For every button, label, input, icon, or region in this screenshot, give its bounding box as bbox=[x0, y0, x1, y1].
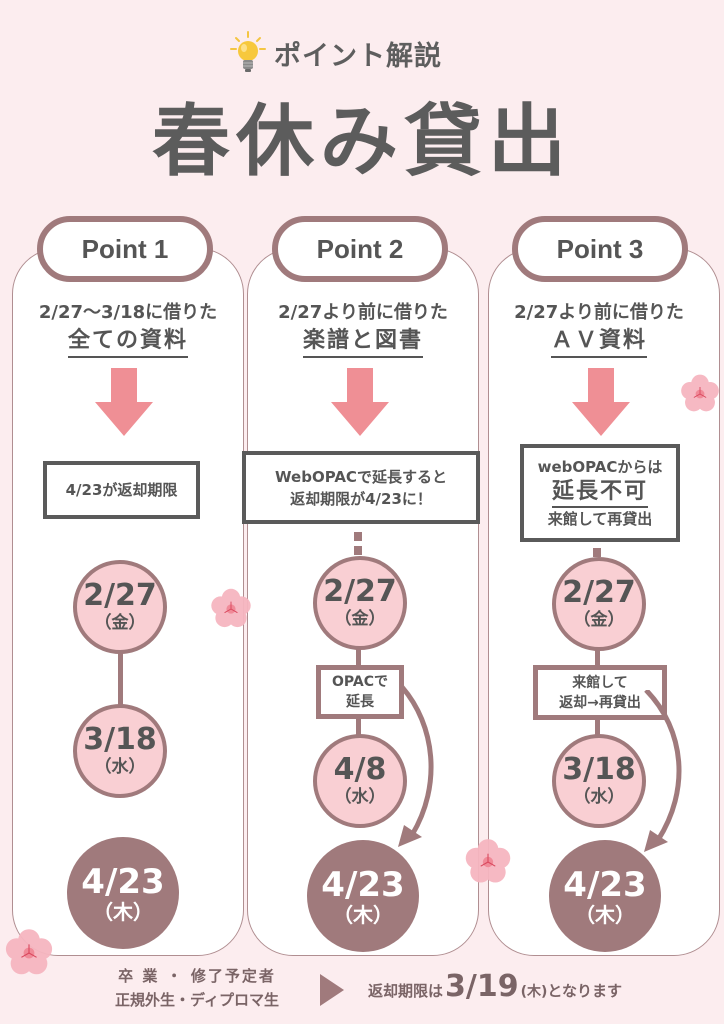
curved-arrow-icon bbox=[398, 685, 434, 847]
point-3-label: Point 3 bbox=[512, 216, 688, 282]
date: 3/18 bbox=[562, 752, 636, 787]
audience-line: 正規外生・ディプロマ生 bbox=[115, 991, 279, 1009]
date-circle: 3/18 （水） bbox=[552, 734, 646, 828]
info-text: 来館して再貸出 bbox=[547, 510, 653, 528]
subtitle: ポイント解説 bbox=[228, 30, 442, 76]
lead-emphasis: 楽譜と図書 bbox=[302, 326, 423, 358]
lead-line: 2/27より前に借りた bbox=[514, 302, 684, 323]
page-title: 春休み貸出 bbox=[151, 97, 572, 187]
lead-emphasis: 全ての資料 bbox=[67, 326, 188, 358]
weekday: （木） bbox=[93, 900, 153, 924]
curved-arrow-icon bbox=[644, 690, 682, 852]
date: 2/27 bbox=[83, 578, 157, 613]
weekday: （水） bbox=[334, 787, 386, 807]
connector-dot bbox=[354, 546, 362, 555]
weekday: （金） bbox=[94, 613, 146, 633]
cherry-blossom-icon bbox=[465, 839, 511, 883]
lead-line: 2/27より前に借りた bbox=[278, 302, 448, 323]
cherry-blossom-icon bbox=[211, 588, 251, 628]
connector-dot bbox=[593, 548, 601, 557]
cherry-blossom-icon bbox=[5, 929, 53, 975]
date: 2/27 bbox=[562, 575, 636, 610]
info-text: 4/23が返却期限 bbox=[65, 481, 178, 499]
weekday: （水） bbox=[573, 787, 625, 807]
point-2-lead: 2/27より前に借りた 楽譜と図書 bbox=[247, 300, 479, 358]
step-text: 来館して bbox=[572, 674, 628, 691]
info-text: WebOPACで延長すると bbox=[275, 467, 447, 486]
date-circle: 2/27 （金） bbox=[73, 560, 167, 654]
date: 2/27 bbox=[323, 574, 397, 609]
due-date-circle: 4/23 （木） bbox=[549, 840, 661, 952]
date-circle: 3/18 （水） bbox=[73, 704, 167, 798]
point-2-label: Point 2 bbox=[272, 216, 448, 282]
arrow-down-icon bbox=[572, 368, 630, 436]
play-triangle-icon bbox=[320, 974, 344, 1006]
date: 4/23 bbox=[81, 862, 165, 902]
point-3-info-box: webOPACからは 延長不可 来館して再貸出 bbox=[520, 444, 680, 542]
point-3-step-box: 来館して 返却→再貸出 bbox=[533, 665, 667, 720]
notice-prefix: 返却期限は bbox=[368, 982, 444, 1000]
point-1-info-box: 4/23が返却期限 bbox=[43, 461, 200, 519]
audience-line: 卒 業 ・ 修了予定者 bbox=[118, 967, 276, 985]
due-date-circle: 4/23 （木） bbox=[67, 837, 179, 949]
date-circle: 2/27 （金） bbox=[552, 557, 646, 651]
weekday: （水） bbox=[94, 757, 146, 777]
info-emphasis: 延長不可 bbox=[551, 478, 648, 508]
weekday: （金） bbox=[573, 610, 625, 630]
arrow-down-icon bbox=[331, 368, 389, 436]
date: 4/23 bbox=[563, 865, 647, 905]
point-1-label: Point 1 bbox=[37, 216, 213, 282]
step-text: 返却→再貸出 bbox=[559, 694, 641, 711]
connector-dot bbox=[354, 532, 362, 541]
weekday: （金） bbox=[334, 609, 386, 629]
date-circle: 4/8 （水） bbox=[313, 734, 407, 828]
date: 4/23 bbox=[321, 865, 405, 905]
point-3-lead: 2/27より前に借りた ＡＶ資料 bbox=[483, 300, 715, 358]
point-2-info-box: WebOPACで延長すると 返却期限が4/23に！ bbox=[242, 451, 480, 524]
info-text: webOPACからは bbox=[537, 458, 663, 476]
point-1-lead: 2/27〜3/18に借りた 全ての資料 bbox=[12, 300, 244, 358]
notice-suffix: となります bbox=[547, 982, 622, 1000]
arrow-down-icon bbox=[95, 368, 153, 436]
step-text: OPACで bbox=[332, 674, 388, 690]
timeline-line bbox=[118, 640, 123, 710]
step-text: 延長 bbox=[346, 694, 374, 710]
weekday: （木） bbox=[575, 903, 635, 927]
lightbulb-icon bbox=[228, 30, 268, 76]
cherry-blossom-icon bbox=[681, 374, 719, 412]
lead-line: 2/27〜3/18に借りた bbox=[38, 302, 218, 323]
date: 4/8 bbox=[333, 752, 387, 787]
notice-weekday: (木) bbox=[520, 984, 548, 1000]
due-date-circle: 4/23 （木） bbox=[307, 840, 419, 952]
lead-emphasis: ＡＶ資料 bbox=[550, 326, 647, 358]
date-circle: 2/27 （金） bbox=[313, 556, 407, 650]
notice-date: 3/19 bbox=[445, 969, 519, 1004]
footer-notice: 返却期限は 3/19 (木) となります bbox=[368, 972, 622, 1002]
subtitle-text: ポイント解説 bbox=[274, 40, 442, 72]
weekday: （木） bbox=[333, 903, 393, 927]
date: 3/18 bbox=[83, 722, 157, 757]
info-text: 返却期限が4/23に！ bbox=[290, 489, 432, 508]
point-2-step-box: OPACで 延長 bbox=[316, 665, 404, 719]
footer-audience: 卒 業 ・ 修了予定者 正規外生・ディプロマ生 bbox=[92, 964, 302, 1012]
